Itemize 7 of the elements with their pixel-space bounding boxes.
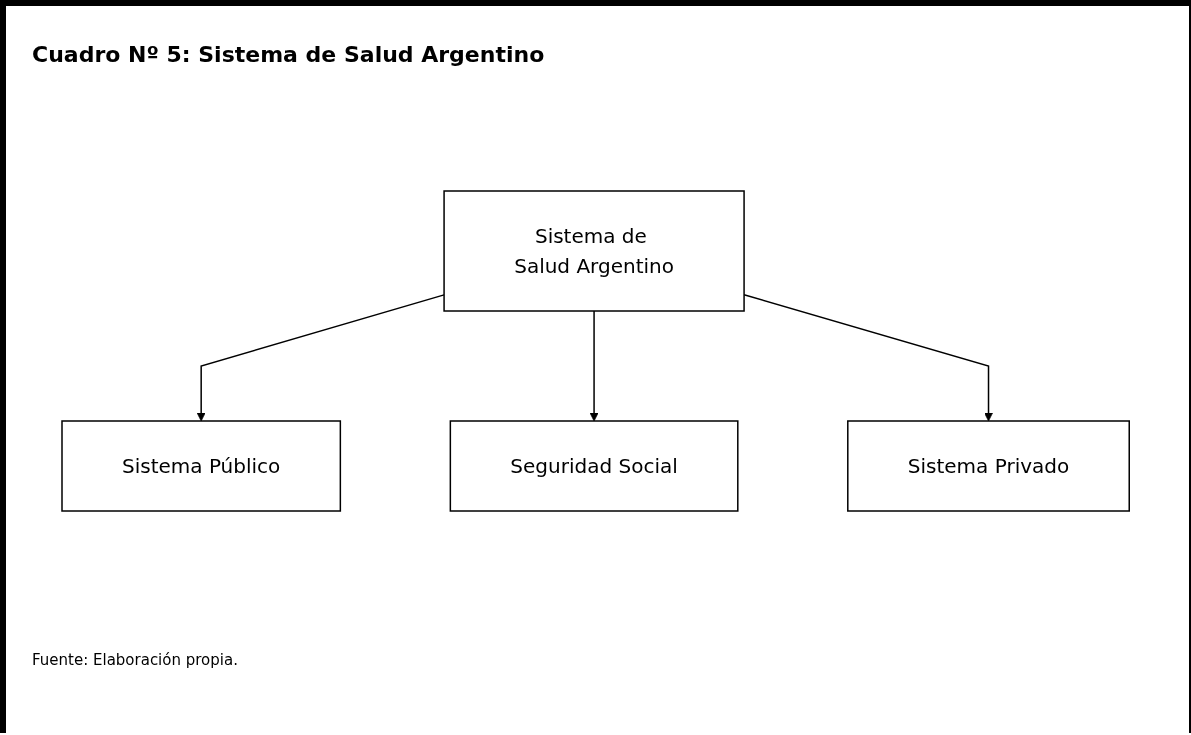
- caption: Fuente: Elaboración propia.: [32, 651, 238, 669]
- title: Cuadro Nº 5: Sistema de Salud Argentino: [32, 42, 545, 67]
- arrow: [590, 310, 599, 422]
- node-box: Sistema Público: [61, 420, 342, 512]
- node-box: Sistema de Salud Argentino: [443, 190, 746, 312]
- node-box: Seguridad Social: [449, 420, 739, 512]
- node-box: Sistema Privado: [847, 420, 1131, 512]
